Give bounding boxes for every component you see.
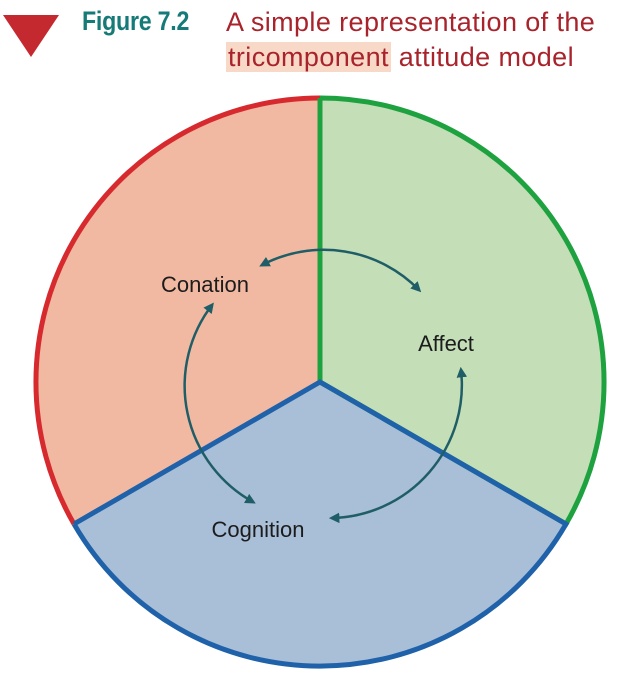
figure-title-line-2: tricomponent attitude model xyxy=(226,40,636,75)
cognition-border xyxy=(71,379,570,669)
node-conation: Conation xyxy=(161,272,249,297)
figure-header: Figure 7.2 A simple representation of th… xyxy=(0,0,637,80)
figure-number: Figure 7.2 xyxy=(82,6,190,36)
figure-title-line-1: A simple representation of the xyxy=(226,7,596,37)
affect-border xyxy=(317,95,607,528)
arrow-conation-to-cognition xyxy=(183,302,256,504)
arrow-cognition-to-affect xyxy=(328,366,468,524)
triangle-marker-icon xyxy=(3,15,59,57)
node-affect: Affect xyxy=(418,331,474,356)
figure-title: A simple representation of the tricompon… xyxy=(226,5,636,75)
conation-border xyxy=(33,95,321,526)
arrow-affect-to-conation xyxy=(259,248,422,293)
node-cognition: Cognition xyxy=(212,517,305,542)
figure-title-highlight: tricomponent xyxy=(226,42,391,72)
figure-title-rest: attitude model xyxy=(390,42,574,72)
